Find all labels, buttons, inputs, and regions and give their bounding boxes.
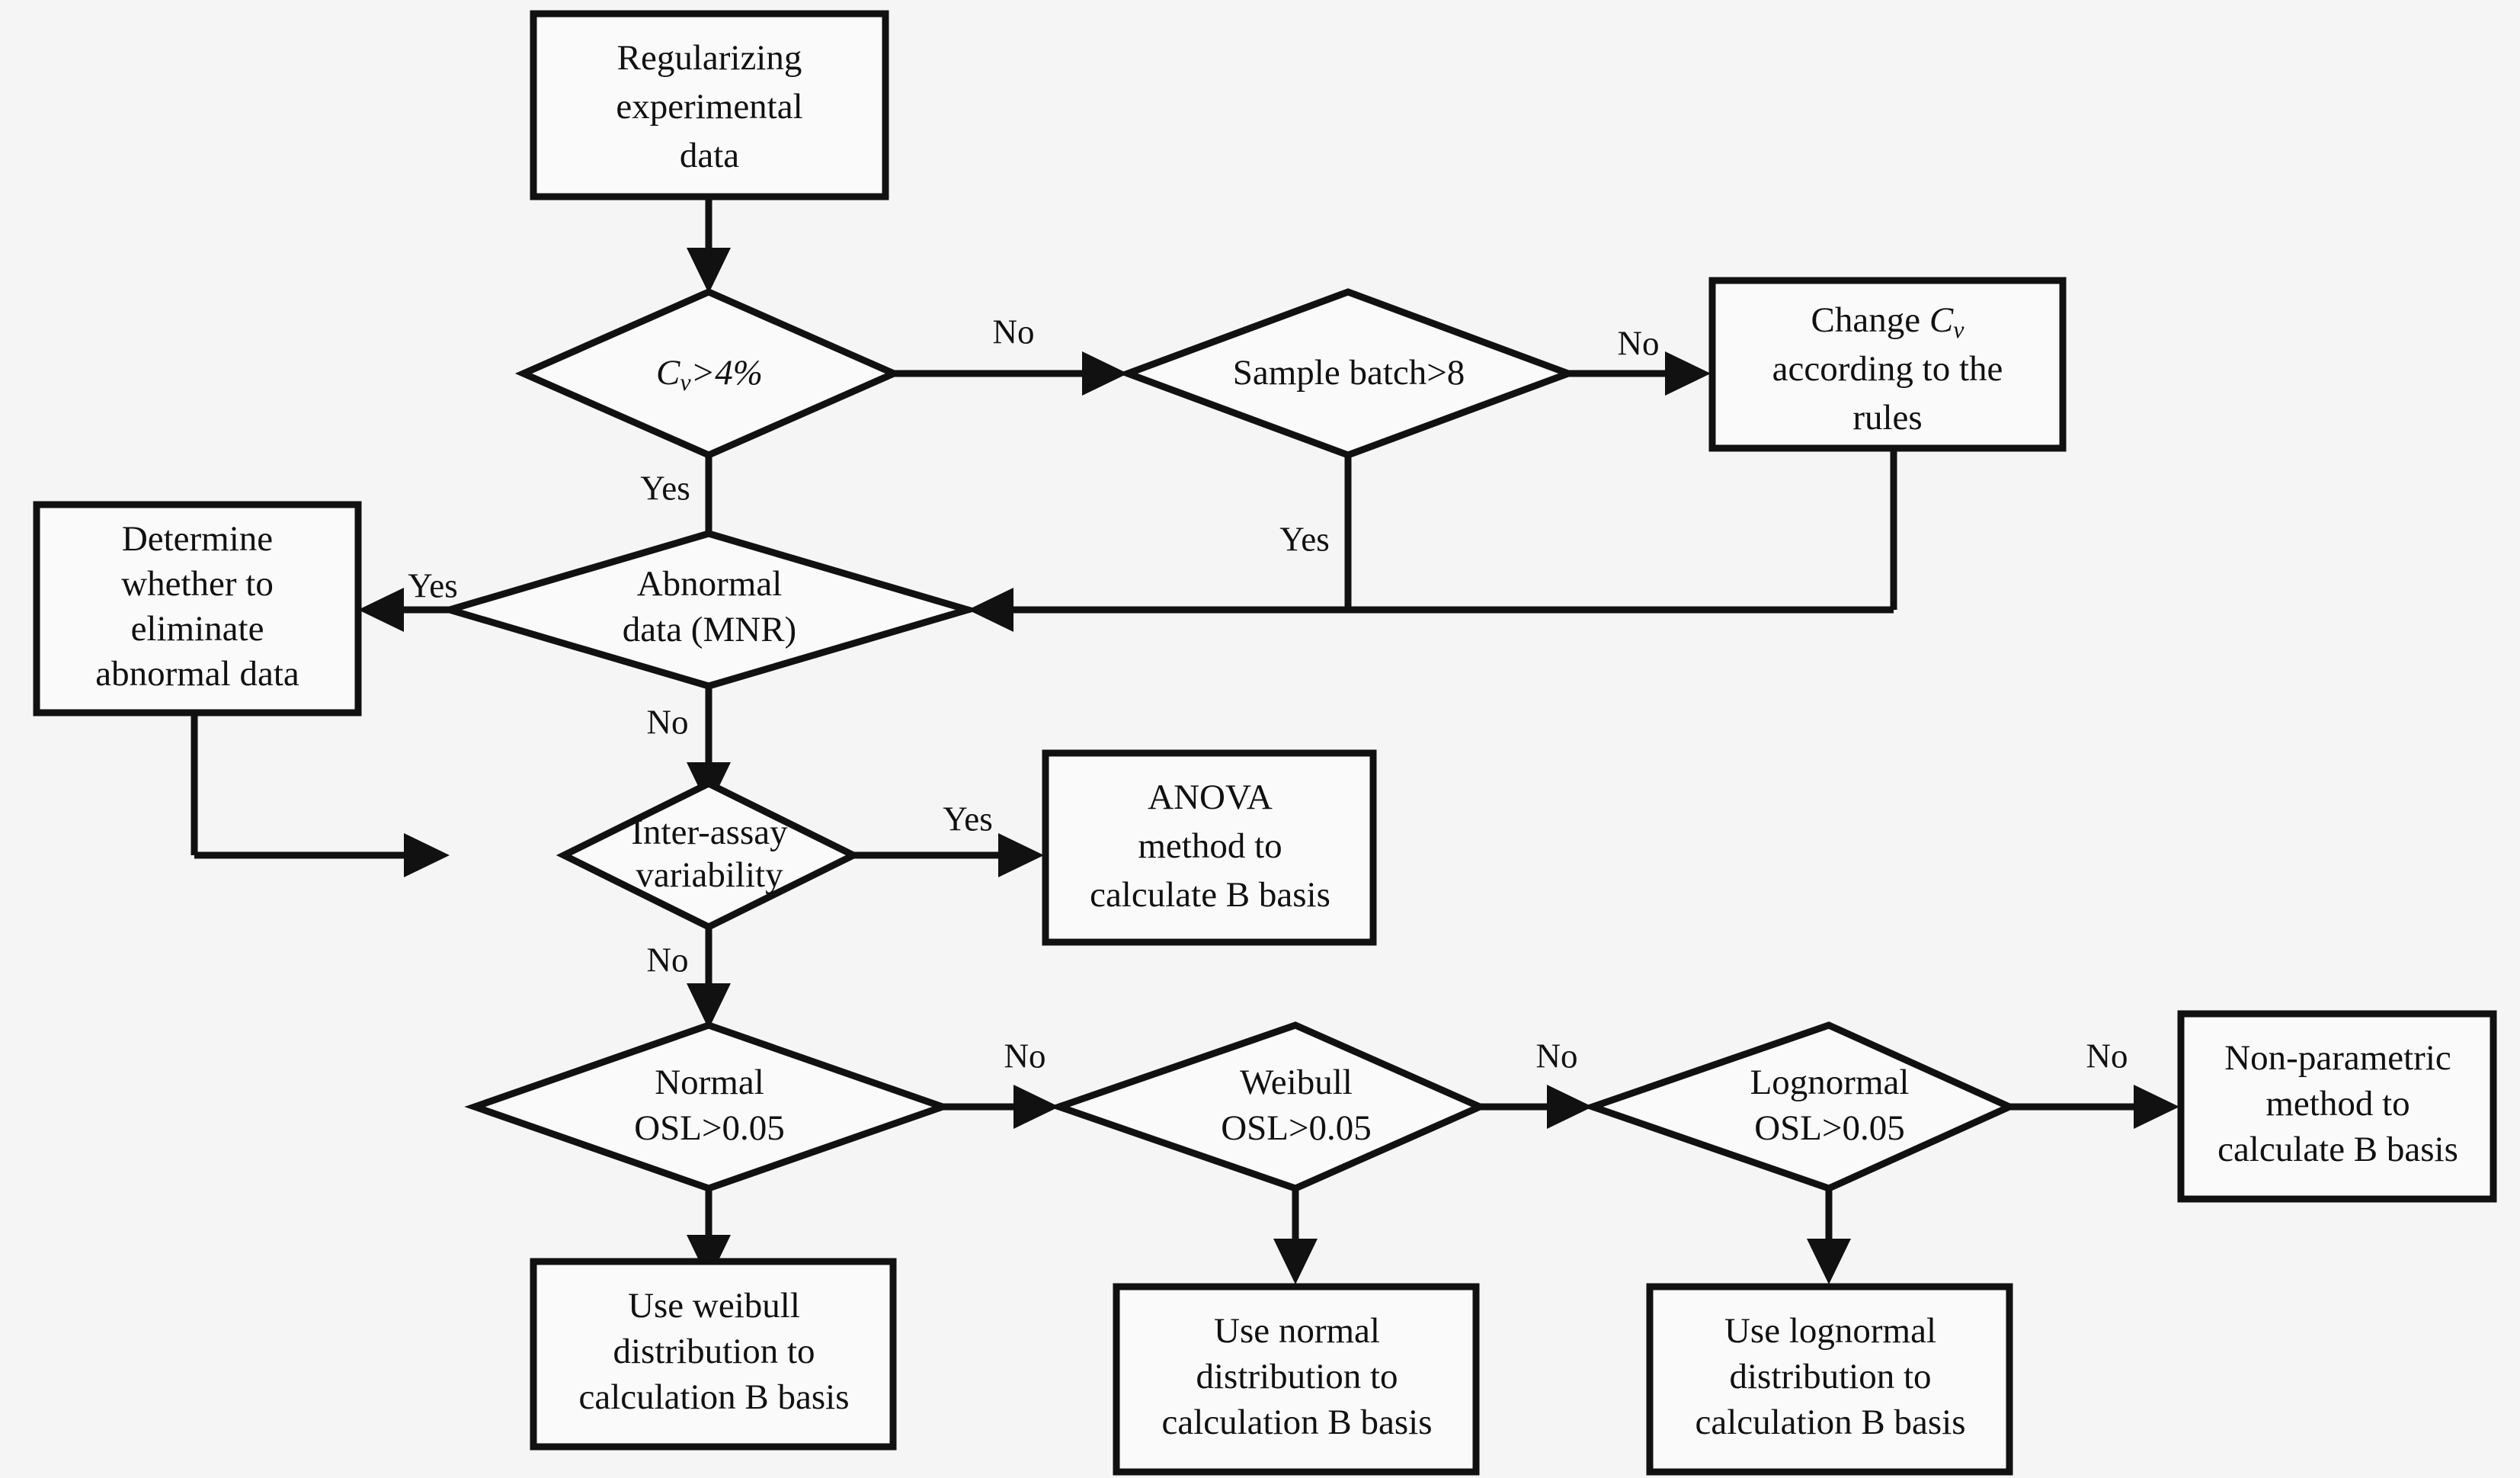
node-abnormal-line-1: Abnormal xyxy=(637,564,783,604)
node-inter-assay-line-1: Inter-assay xyxy=(631,813,788,852)
node-cv-check-diamond[interactable] xyxy=(514,288,903,459)
edge-label-batch-yes: Yes xyxy=(1279,520,1329,558)
node-nonparametric-line-1: Non-parametric xyxy=(2224,1038,2451,1078)
node-nonparametric-line-3: calculate B basis xyxy=(2217,1130,2458,1169)
node-sample-batch-label: Sample batch>8 xyxy=(1233,353,1465,393)
node-change-cv-box[interactable] xyxy=(1708,277,2067,452)
node-determine-box[interactable] xyxy=(33,501,362,717)
node-change-cv-line-1: Change Cv xyxy=(1811,300,1965,344)
arrowhead-batch-no xyxy=(1665,351,1711,396)
node-start[interactable]: Regularizing experimental data xyxy=(530,10,889,200)
node-nonparametric[interactable]: Non-parametric method to calculate B bas… xyxy=(2177,1010,2497,1203)
node-determine-line-4: abnormal data xyxy=(95,654,299,694)
node-nonparametric-box[interactable] xyxy=(2177,1010,2497,1203)
arrowhead-normal-no xyxy=(1013,1085,1059,1129)
edge-label-cv-yes: Yes xyxy=(640,469,690,507)
node-use-normal-line-1: Use normal xyxy=(1214,1311,1380,1351)
edge-label-batch-no: No xyxy=(1618,324,1660,362)
node-use-lognormal-line-1: Use lognormal xyxy=(1724,1311,1936,1351)
arrowhead-abnormal-yes xyxy=(358,588,404,632)
node-abnormal-diamond[interactable] xyxy=(437,530,980,690)
node-use-weibull-box[interactable] xyxy=(530,1258,897,1451)
edge-label-normal-no: No xyxy=(1004,1037,1046,1075)
node-nonparametric-line-2: method to xyxy=(2265,1084,2410,1124)
node-lognormal-osl-diamond[interactable] xyxy=(1582,1021,2018,1192)
node-abnormal-line-2: data (MNR) xyxy=(623,610,796,649)
node-determine-line-2: whether to xyxy=(121,564,274,604)
node-start-line-1: Regularizing xyxy=(617,38,802,78)
arrowhead-weibull-no xyxy=(1547,1085,1593,1129)
node-use-lognormal-line-2: distribution to xyxy=(1729,1357,1931,1396)
node-determine[interactable]: Determine whether to eliminate abnormal … xyxy=(33,501,362,717)
node-normal-osl-diamond[interactable] xyxy=(464,1021,953,1192)
node-cv-check[interactable]: Cv>4% xyxy=(514,288,903,459)
node-change-cv-line-3: rules xyxy=(1852,398,1922,438)
node-cv-check-label: Cv>4% xyxy=(656,353,763,396)
node-use-normal-line-2: distribution to xyxy=(1196,1357,1398,1396)
node-start-box[interactable] xyxy=(530,10,889,200)
edge-label-inter-no: No xyxy=(647,941,689,979)
node-weibull-osl-line-1: Weibull xyxy=(1240,1063,1353,1102)
edge-label-lognormal-no: No xyxy=(2086,1037,2128,1075)
node-inter-assay-line-2: variability xyxy=(636,855,783,895)
node-anova-line-1: ANOVA xyxy=(1148,777,1273,817)
node-anova-box[interactable] xyxy=(1042,749,1377,946)
node-anova-line-3: calculate B basis xyxy=(1090,875,1330,915)
node-use-normal-line-3: calculation B basis xyxy=(1161,1403,1432,1442)
arrowhead-inter-no xyxy=(687,983,731,1029)
arrowhead-normal-down xyxy=(687,1235,731,1281)
arrowhead-lognormal-down xyxy=(1807,1239,1851,1284)
edge-label-layer: No Yes No Yes Yes No Yes No No No No xyxy=(408,313,2128,1075)
edge-label-abnormal-no: No xyxy=(647,703,689,741)
node-determine-line-3: eliminate xyxy=(131,609,264,649)
edge-label-abnormal-yes: Yes xyxy=(408,566,457,604)
node-use-normal[interactable]: Use normal distribution to calculation B… xyxy=(1113,1283,1480,1476)
node-use-weibull-line-3: calculation B basis xyxy=(578,1377,849,1417)
node-use-weibull[interactable]: Use weibull distribution to calculation … xyxy=(530,1258,897,1451)
node-abnormal[interactable]: Abnormal data (MNR) xyxy=(437,530,980,690)
node-weibull-osl-diamond[interactable] xyxy=(1049,1021,1489,1192)
node-lognormal-osl-line-1: Lognormal xyxy=(1750,1063,1910,1102)
arrowhead-feedback-to-abnormal xyxy=(968,588,1013,632)
arrowhead-cv-no xyxy=(1082,351,1128,396)
node-change-cv[interactable]: Change Cv according to the rules xyxy=(1708,277,2067,452)
edge-label-inter-yes: Yes xyxy=(943,800,992,838)
node-weibull-osl-line-2: OSL>0.05 xyxy=(1221,1108,1372,1148)
arrowhead-lognormal-no xyxy=(2134,1085,2179,1129)
node-inter-assay-diamond[interactable] xyxy=(556,779,862,931)
node-use-weibull-line-2: distribution to xyxy=(613,1332,815,1371)
node-determine-line-1: Determine xyxy=(122,519,273,559)
arrowhead-determine-to-interassay xyxy=(404,833,450,877)
arrowhead-inter-yes xyxy=(998,833,1044,877)
node-use-weibull-line-1: Use weibull xyxy=(628,1286,800,1326)
node-use-lognormal-line-3: calculation B basis xyxy=(1695,1403,1965,1442)
node-anova[interactable]: ANOVA method to calculate B basis xyxy=(1042,749,1377,946)
arrowhead-weibull-down xyxy=(1273,1239,1318,1284)
node-use-lognormal-box[interactable] xyxy=(1646,1283,2013,1476)
node-change-cv-line-2: according to the xyxy=(1772,349,2003,389)
node-weibull-osl[interactable]: Weibull OSL>0.05 xyxy=(1049,1021,1489,1192)
node-normal-osl-line-1: Normal xyxy=(655,1063,764,1102)
node-inter-assay[interactable]: Inter-assay variability xyxy=(556,779,862,931)
node-anova-line-2: method to xyxy=(1138,826,1282,866)
arrowhead-start-to-cv xyxy=(687,248,731,293)
node-normal-osl[interactable]: Normal OSL>0.05 xyxy=(464,1021,953,1192)
edge-label-cv-no: No xyxy=(993,313,1035,351)
node-start-line-3: data xyxy=(680,136,739,175)
node-lognormal-osl-line-2: OSL>0.05 xyxy=(1754,1108,1905,1148)
node-start-line-2: experimental xyxy=(616,87,802,127)
node-use-normal-box[interactable] xyxy=(1113,1283,1480,1476)
node-lognormal-osl[interactable]: Lognormal OSL>0.05 xyxy=(1582,1021,2018,1192)
edge-label-weibull-no: No xyxy=(1536,1037,1578,1075)
node-normal-osl-line-2: OSL>0.05 xyxy=(634,1108,785,1148)
node-sample-batch[interactable]: Sample batch>8 xyxy=(1118,288,1578,459)
node-sample-batch-diamond[interactable] xyxy=(1118,288,1578,459)
node-use-lognormal[interactable]: Use lognormal distribution to calculatio… xyxy=(1646,1283,2013,1476)
